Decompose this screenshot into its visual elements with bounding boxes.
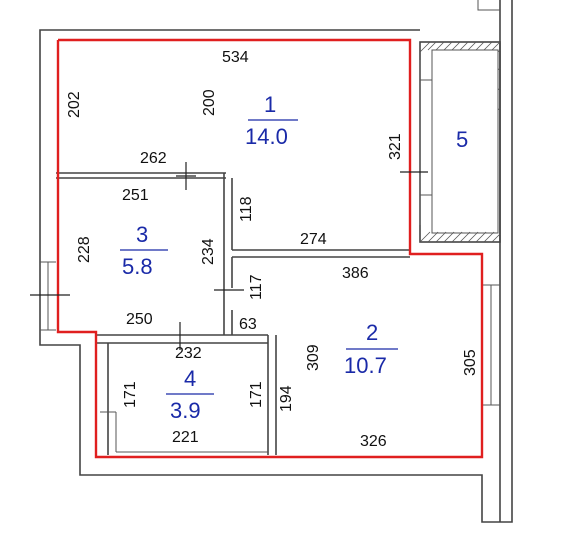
dim-171-right: 171 bbox=[248, 381, 265, 408]
dim-221: 221 bbox=[172, 429, 199, 446]
dim-251: 251 bbox=[122, 187, 149, 204]
room-5-number: 5 bbox=[456, 127, 468, 152]
dim-250: 250 bbox=[126, 311, 153, 328]
dim-194: 194 bbox=[278, 385, 295, 412]
dim-118: 118 bbox=[238, 196, 255, 222]
dim-63: 63 bbox=[239, 316, 257, 333]
dim-326: 326 bbox=[360, 433, 387, 450]
dim-200: 200 bbox=[201, 89, 218, 116]
room-1-area: 14.0 bbox=[245, 124, 288, 149]
dimension-ticks bbox=[30, 162, 428, 350]
room-4-number: 4 bbox=[184, 366, 196, 391]
dimension-labels: 534 202 200 321 262 251 118 274 228 2 3 4 … bbox=[66, 49, 479, 450]
dim-309: 309 bbox=[305, 344, 322, 371]
room-4-label: 4 3.9 bbox=[166, 366, 214, 423]
dim-534: 534 bbox=[222, 49, 249, 66]
room-4-area: 3.9 bbox=[170, 398, 201, 423]
dim-386: 386 bbox=[342, 265, 369, 282]
room-3-number: 3 bbox=[136, 222, 148, 247]
room-labels: 1 14.0 2 10.7 3 5.8 4 3.9 5 bbox=[120, 92, 468, 423]
room-1-label: 1 14.0 bbox=[245, 92, 298, 149]
room-2-number: 2 bbox=[366, 320, 378, 345]
dim-171-left: 171 bbox=[122, 381, 139, 408]
room-1-number: 1 bbox=[264, 92, 276, 117]
dim-262: 262 bbox=[140, 150, 167, 167]
room-5-label: 5 bbox=[456, 127, 468, 152]
room-3-area: 5.8 bbox=[122, 254, 153, 279]
room-2-label: 2 10.7 bbox=[344, 320, 398, 378]
room-2-area: 10.7 bbox=[344, 353, 387, 378]
dim-234: 234 bbox=[200, 238, 217, 265]
dim-305: 305 bbox=[462, 349, 479, 376]
dim-117: 117 bbox=[248, 274, 265, 300]
walls bbox=[39, 0, 513, 523]
dim-274: 274 bbox=[300, 231, 327, 248]
living-area-outline bbox=[56, 38, 484, 459]
dim-202: 202 bbox=[66, 91, 83, 118]
dim-232: 232 bbox=[175, 345, 202, 362]
dim-228: 228 bbox=[76, 236, 93, 263]
room-3-label: 3 5.8 bbox=[120, 222, 168, 279]
partitions bbox=[56, 172, 410, 455]
dim-321: 321 bbox=[387, 133, 404, 160]
balcony-hatch bbox=[419, 41, 501, 243]
